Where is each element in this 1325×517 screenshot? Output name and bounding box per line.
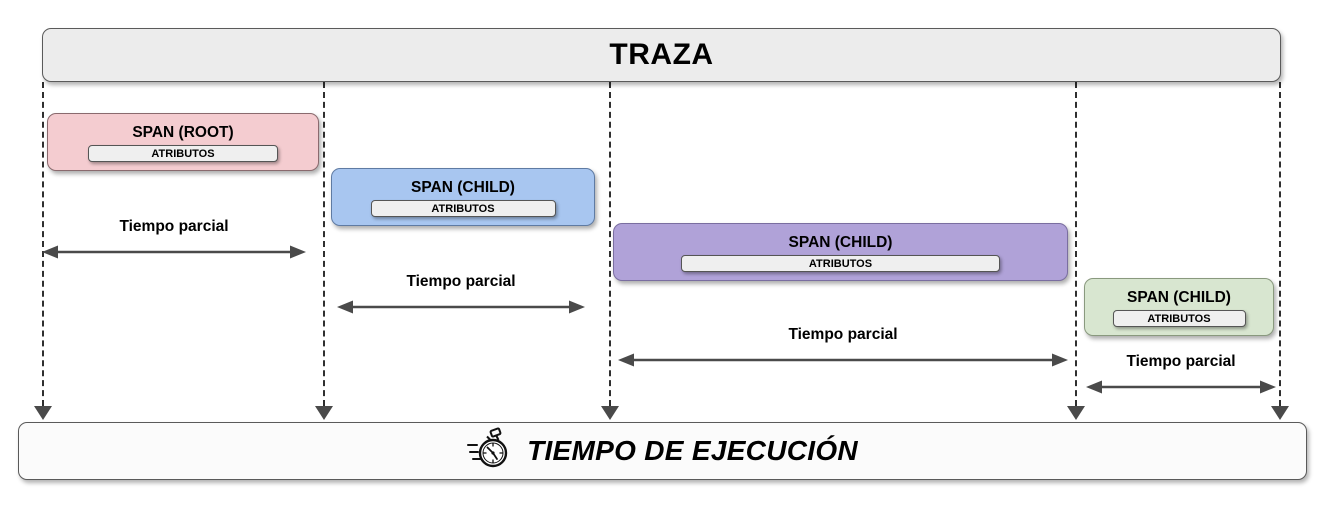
span-title-root: SPAN (ROOT) [132,123,234,141]
span-box-child-2[interactable]: SPAN (CHILD) ATRIBUTOS [613,223,1068,281]
trace-title: TRAZA [609,38,714,71]
guide-line-g2 [323,82,325,406]
span-attributes-chip-root[interactable]: ATRIBUTOS [88,145,278,163]
partial-time-label-m3: Tiempo parcial [788,326,898,343]
execution-time-bar: TIEMPO DE EJECUCIÓN [18,422,1307,480]
partial-time-label-m4: Tiempo parcial [1126,353,1236,370]
span-title-child-2: SPAN (CHILD) [788,233,893,251]
guide-arrowhead-g4 [1067,406,1085,420]
execution-time-content: TIEMPO DE EJECUCIÓN [467,426,858,476]
stopwatch-icon [467,426,513,476]
trace-bar: TRAZA [42,28,1281,82]
span-attributes-chip-child-1[interactable]: ATRIBUTOS [370,200,556,218]
partial-time-arrow-m3 [618,353,1068,367]
span-box-child-1[interactable]: SPAN (CHILD) ATRIBUTOS [331,168,595,226]
partial-time-measure-m2: Tiempo parcial [337,273,585,317]
guide-arrowhead-g3 [601,406,619,420]
guide-line-g3 [609,82,611,406]
span-title-child-1: SPAN (CHILD) [411,178,515,196]
span-box-root[interactable]: SPAN (ROOT) ATRIBUTOS [47,113,319,171]
partial-time-arrow-m1 [42,245,306,259]
guide-line-g1 [42,82,44,406]
guide-arrowhead-g1 [34,406,52,420]
partial-time-measure-m1: Tiempo parcial [42,218,306,262]
guide-arrowhead-g2 [315,406,333,420]
span-attributes-chip-child-3[interactable]: ATRIBUTOS [1112,310,1246,328]
span-box-child-3[interactable]: SPAN (CHILD) ATRIBUTOS [1084,278,1274,336]
partial-time-label-m1: Tiempo parcial [119,218,229,235]
partial-time-arrow-m2 [337,300,585,314]
partial-time-measure-m4: Tiempo parcial [1086,353,1276,397]
guide-line-g4 [1075,82,1077,406]
partial-time-measure-m3: Tiempo parcial [618,326,1068,370]
partial-time-label-m2: Tiempo parcial [406,273,516,290]
partial-time-arrow-m4 [1086,380,1276,394]
span-title-child-3: SPAN (CHILD) [1127,288,1231,306]
guide-arrowhead-g5 [1271,406,1289,420]
execution-time-title: TIEMPO DE EJECUCIÓN [527,435,858,466]
span-attributes-chip-child-2[interactable]: ATRIBUTOS [681,255,1000,273]
guide-line-g5 [1279,82,1281,406]
